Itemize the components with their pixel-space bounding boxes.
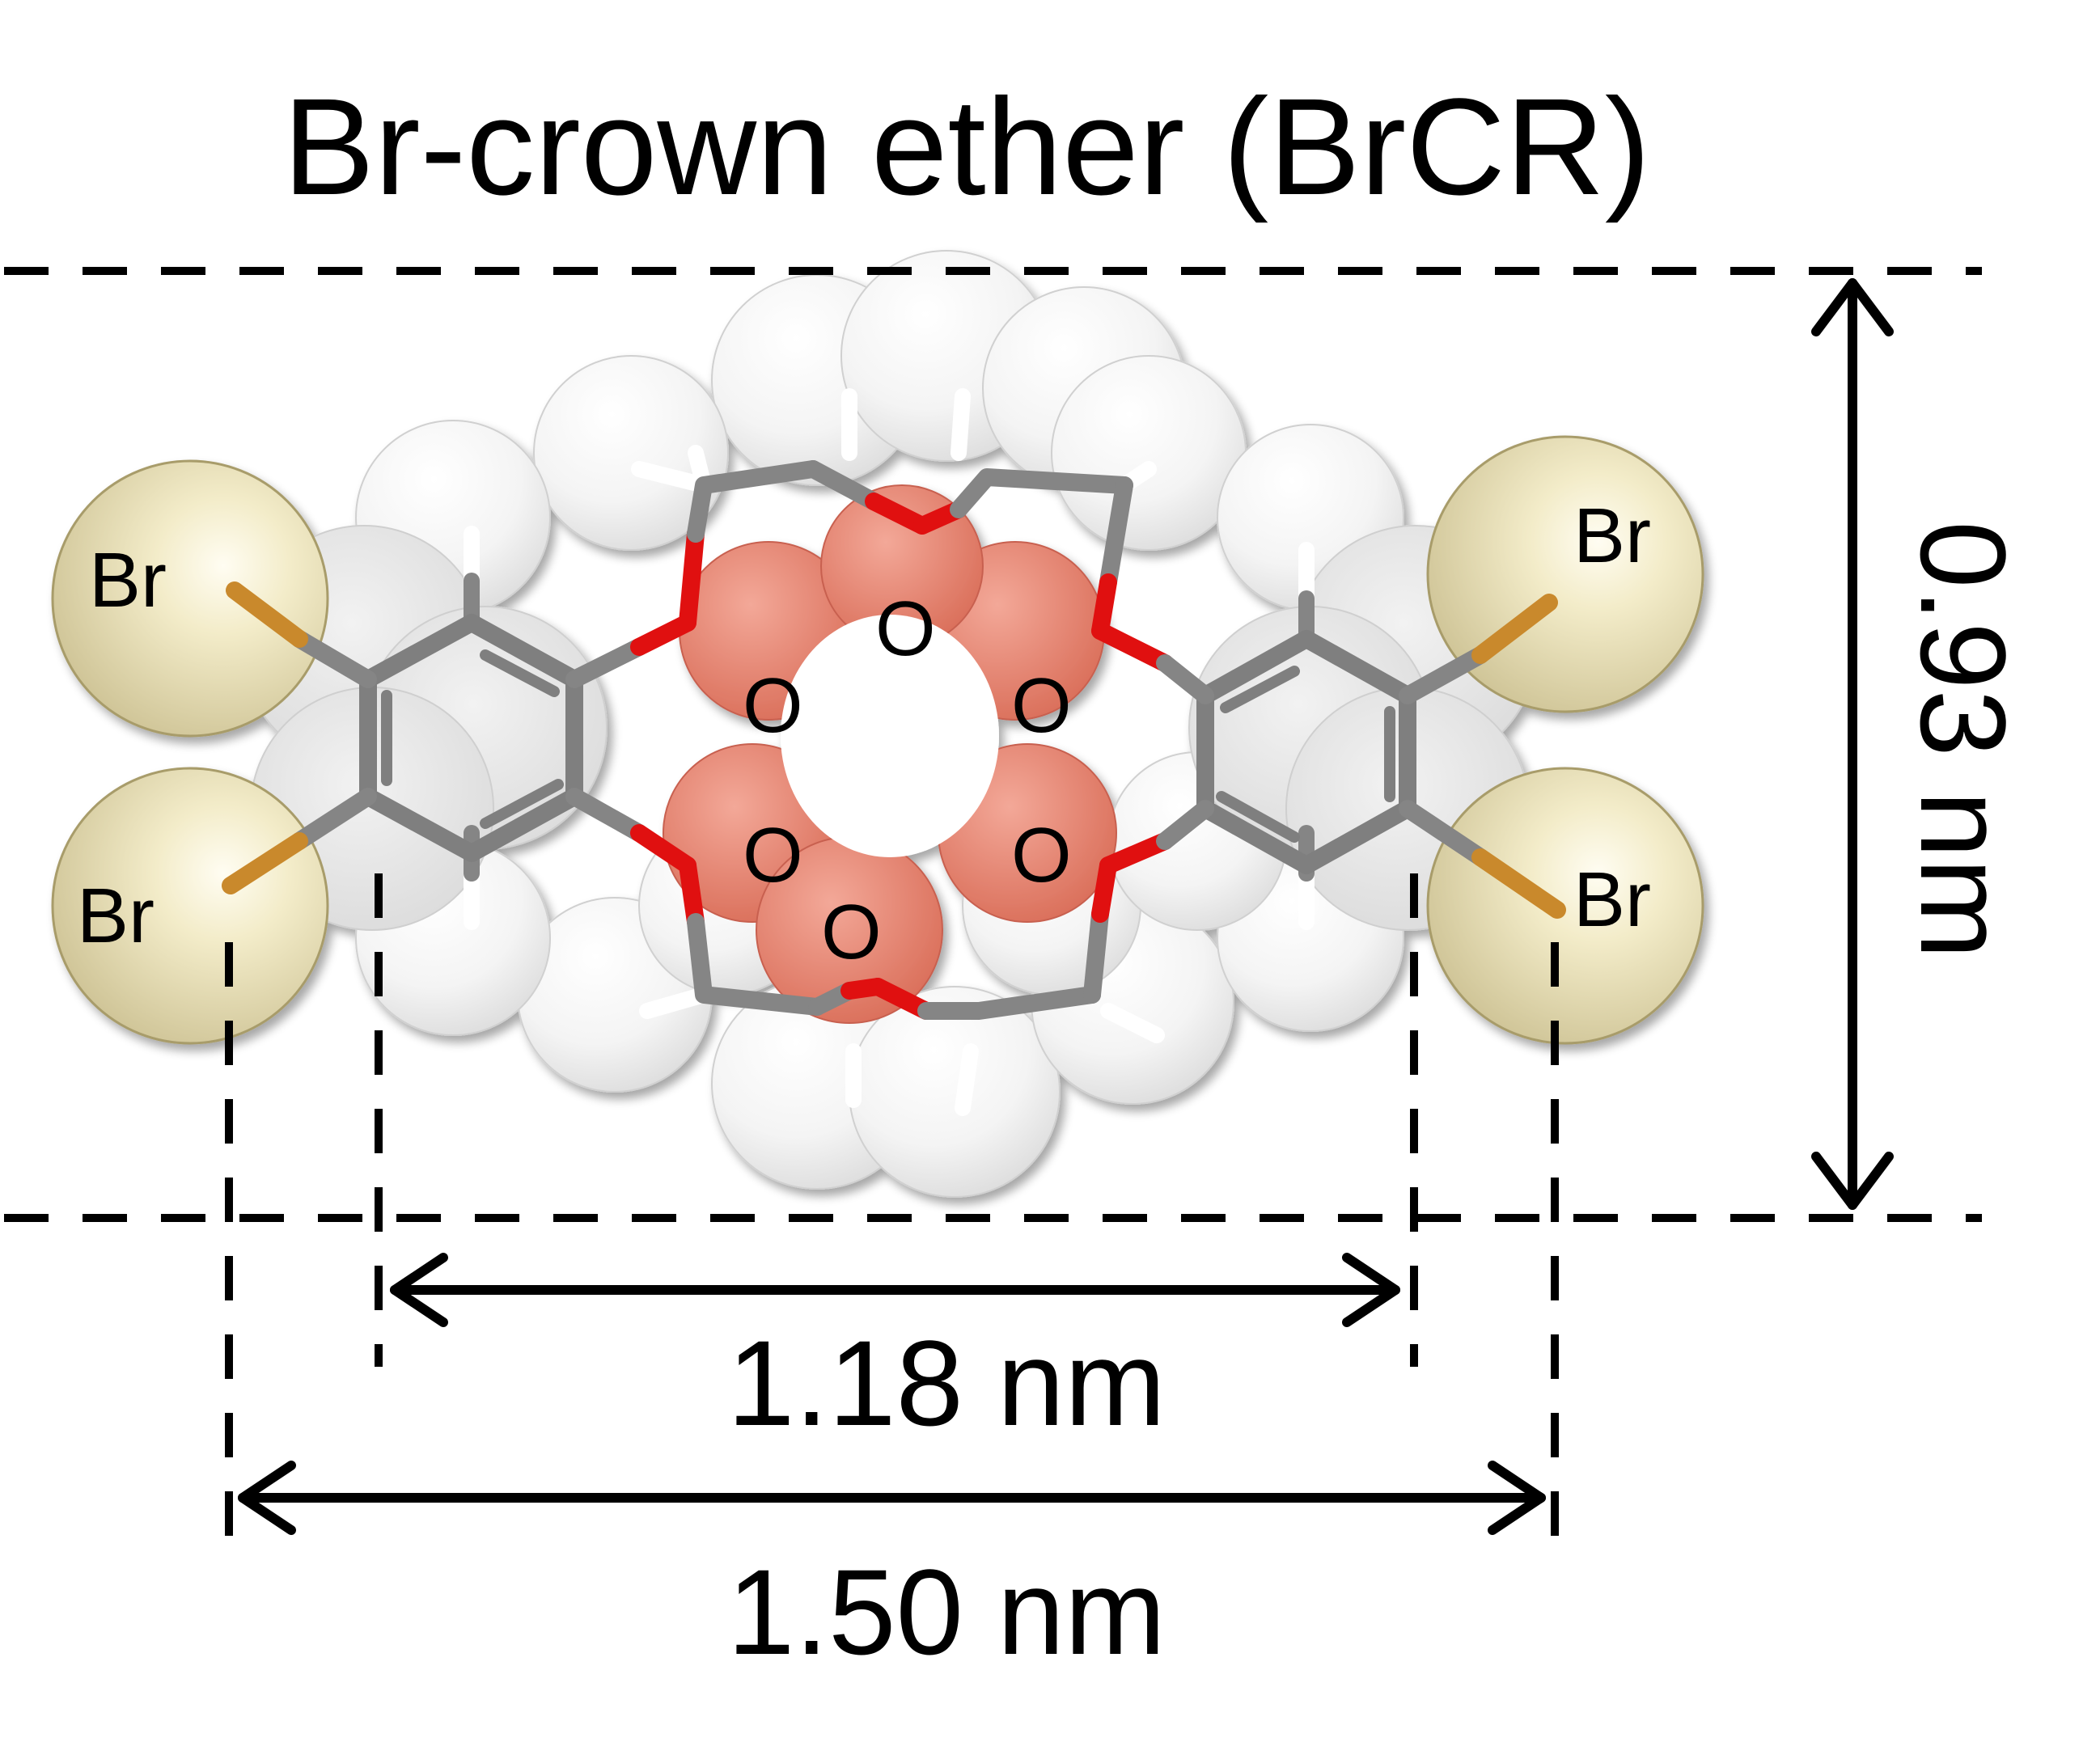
o-label-lower-left: O	[743, 812, 803, 899]
outer-width-arrow	[238, 1461, 1546, 1535]
br-label-top-right: Br	[1573, 493, 1651, 579]
o-label-top: O	[875, 586, 936, 672]
o-label-upper-right: O	[1011, 662, 1072, 749]
inner-width-label: 1.18 nm	[727, 1315, 1166, 1451]
height-label: 0.93 nm	[1895, 521, 2031, 959]
o-label-bottom: O	[821, 889, 882, 975]
br-label-top-left: Br	[89, 537, 167, 624]
crown-backbone	[565, 460, 1214, 1020]
space-filling-model	[51, 250, 1704, 1198]
dimension-arrows	[238, 278, 1894, 1535]
o-label-upper-left: O	[743, 662, 803, 749]
height-arrow	[1811, 278, 1894, 1210]
o-label-lower-right: O	[1011, 812, 1072, 899]
hydrogen-shell	[355, 250, 1404, 1198]
cbr-bonds	[222, 581, 1566, 919]
outer-width-label: 1.50 nm	[727, 1544, 1166, 1680]
crown-cavity	[781, 615, 999, 857]
stick-model	[222, 388, 1566, 1116]
br-label-bottom-right: Br	[1573, 856, 1651, 943]
figure-title: Br-crown ether (BrCR)	[283, 70, 1651, 224]
inner-width-arrow	[390, 1253, 1400, 1327]
dimension-guides	[4, 267, 1982, 1549]
br-label-bottom-left: Br	[77, 873, 155, 959]
atom-labels: Br Br Br Br O O O O O O	[77, 493, 1651, 975]
